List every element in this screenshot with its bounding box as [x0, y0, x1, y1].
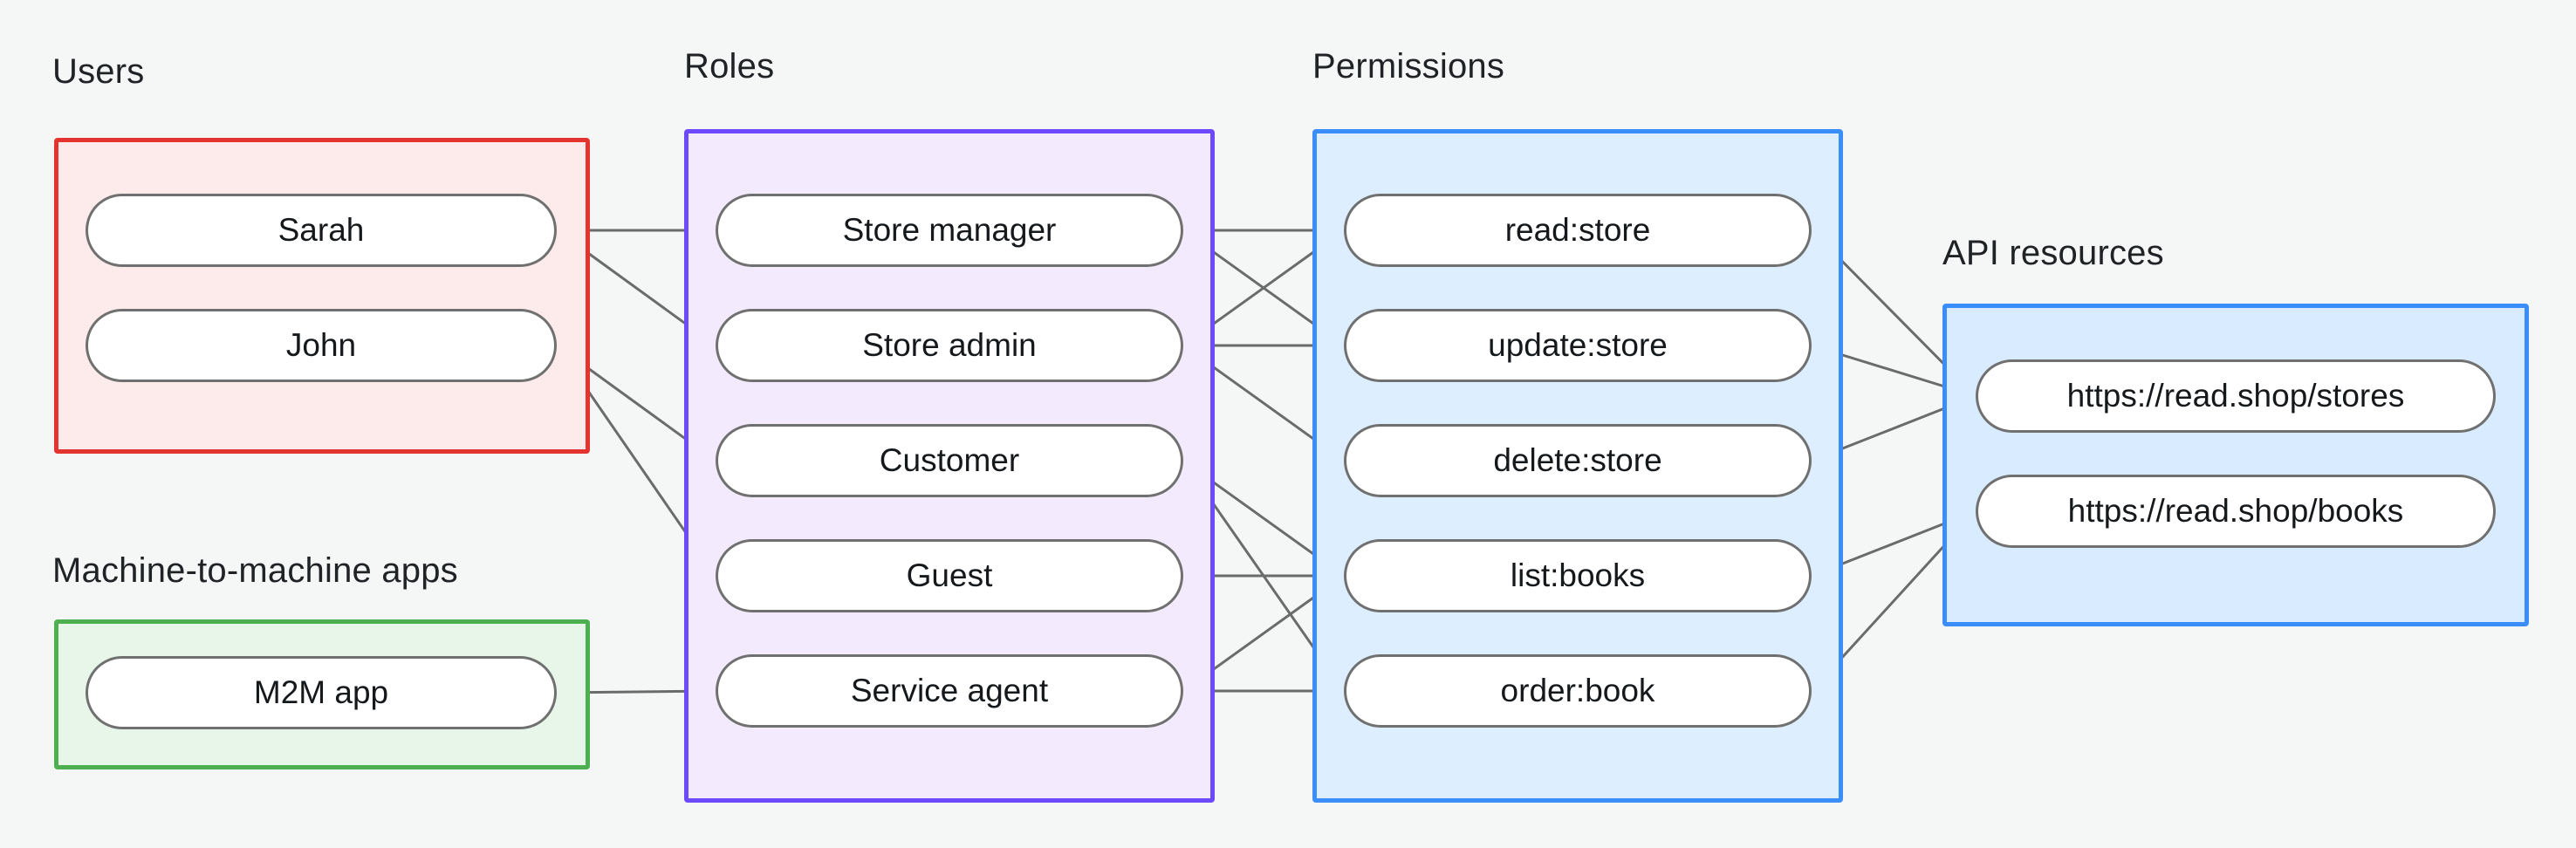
- node-john[interactable]: John: [86, 309, 557, 382]
- node-order_book[interactable]: order:book: [1344, 654, 1812, 728]
- group-label-roles: Roles: [684, 47, 775, 85]
- node-list_books[interactable]: list:books: [1344, 539, 1812, 612]
- node-store_admin[interactable]: Store admin: [716, 309, 1183, 382]
- group-label-api_resources: API resources: [1942, 234, 2164, 272]
- node-guest[interactable]: Guest: [716, 539, 1183, 612]
- group-label-permissions: Permissions: [1312, 47, 1505, 85]
- group-box-api_resources: [1942, 304, 2529, 626]
- group-label-users: Users: [52, 52, 145, 91]
- node-res_stores[interactable]: https://read.shop/stores: [1976, 359, 2496, 433]
- group-label-m2m: Machine-to-machine apps: [52, 551, 458, 590]
- node-store_manager[interactable]: Store manager: [716, 194, 1183, 267]
- node-customer[interactable]: Customer: [716, 424, 1183, 497]
- node-res_books[interactable]: https://read.shop/books: [1976, 475, 2496, 548]
- node-sarah[interactable]: Sarah: [86, 194, 557, 267]
- node-update_store[interactable]: update:store: [1344, 309, 1812, 382]
- node-read_store[interactable]: read:store: [1344, 194, 1812, 267]
- node-m2mapp[interactable]: M2M app: [86, 656, 557, 729]
- node-delete_store[interactable]: delete:store: [1344, 424, 1812, 497]
- group-box-users: [54, 138, 590, 454]
- node-service_agent[interactable]: Service agent: [716, 654, 1183, 728]
